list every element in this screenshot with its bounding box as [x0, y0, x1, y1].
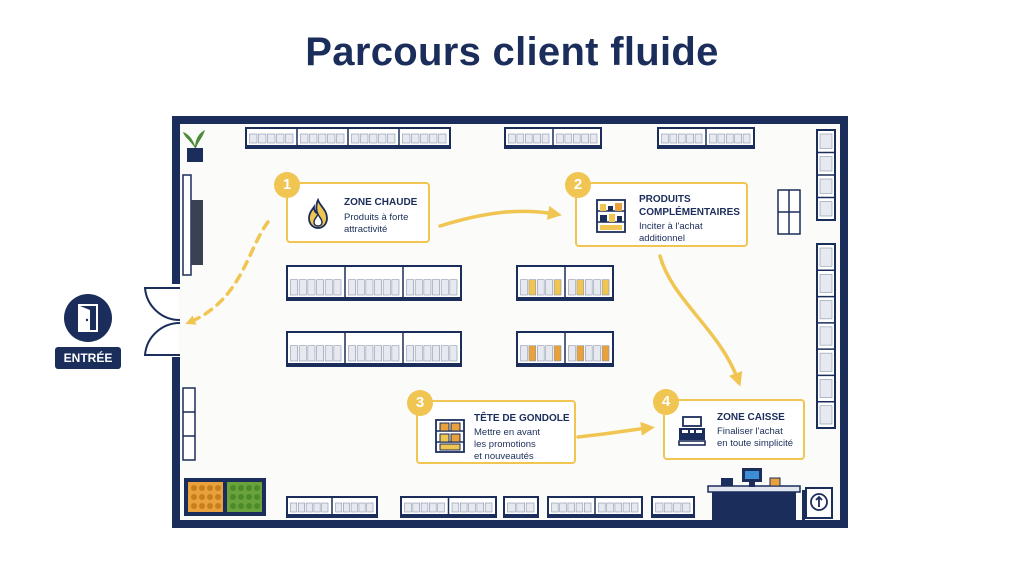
step-description: Mettre en avant les promotions et nouvea… [474, 427, 541, 462]
entrance-label: ENTRÉE [55, 347, 121, 369]
step-card-zone-caisse: ZONE CAISSE Finaliser l'achat en toute s… [663, 399, 805, 460]
flame-icon [308, 198, 328, 229]
step-title: ZONE CHAUDE [344, 197, 418, 208]
customer-path [185, 205, 743, 439]
step-card-produits-complementaires: PRODUITS COMPLÉMENTAIRES Inciter à l'ach… [575, 182, 748, 247]
step-number-badge: 3 [407, 390, 433, 416]
wall-shelf-bottom-2 [400, 496, 497, 518]
step-description: Inciter à l'achat additionnel [639, 221, 703, 244]
step-description: Finaliser l'achat en toute simplicité [717, 426, 794, 449]
step-number-badge: 1 [274, 172, 300, 198]
wall-shelf-bottom-1 [286, 496, 378, 518]
wall-shelf-right-upper [816, 129, 836, 221]
path-entrance-to-zone1 [185, 220, 270, 325]
step-number-badge: 2 [565, 172, 591, 198]
wall-screen [182, 174, 203, 276]
path-zone2-to-zone4 [658, 254, 743, 387]
gondola-row-1-right [516, 265, 614, 301]
shelving-units [245, 127, 836, 518]
path-zone1-to-zone2 [438, 205, 562, 228]
wall-shelf-top-middle [504, 127, 602, 149]
plant-icon [183, 130, 205, 162]
step-card-tete-de-gondole: TÊTE DE GONDOLE Mettre en avant les prom… [416, 400, 576, 464]
wall-cabinet-right [777, 189, 801, 235]
step-number-badge: 4 [653, 389, 679, 415]
step-description: Produits à forte attractivité [344, 212, 409, 235]
entrance-doors [143, 287, 181, 356]
path-zone3-to-zone4 [576, 421, 655, 439]
step-title: ZONE CAISSE [717, 412, 785, 423]
checkout-counter [707, 468, 801, 522]
gondola-row-1-left [286, 265, 462, 301]
wall-shelf-bottom-5 [651, 496, 695, 518]
wall-shelf-top-left [245, 127, 451, 149]
page-title: Parcours client fluide [305, 30, 719, 74]
gondola-row-2-right [516, 331, 614, 367]
wall-shelf-left [182, 387, 196, 461]
shelf-icon [596, 199, 626, 233]
produce-crates [184, 478, 266, 516]
door-icon [64, 294, 112, 342]
step-title: PRODUITS COMPLÉMENTAIRES [639, 194, 740, 218]
register-icon [678, 416, 706, 446]
exit-gate-icon [802, 487, 833, 520]
wall-shelf-right-lower [816, 243, 836, 429]
gondola-row-2-left [286, 331, 462, 367]
wall-shelf-top-right [657, 127, 755, 149]
store-walls [172, 116, 848, 528]
boxes-icon [435, 419, 465, 453]
step-card-zone-chaude: ZONE CHAUDE Produits à forte attractivit… [286, 182, 430, 243]
wall-shelf-bottom-3 [503, 496, 539, 518]
wall-shelf-bottom-4 [547, 496, 643, 518]
step-title: TÊTE DE GONDOLE [474, 413, 570, 424]
